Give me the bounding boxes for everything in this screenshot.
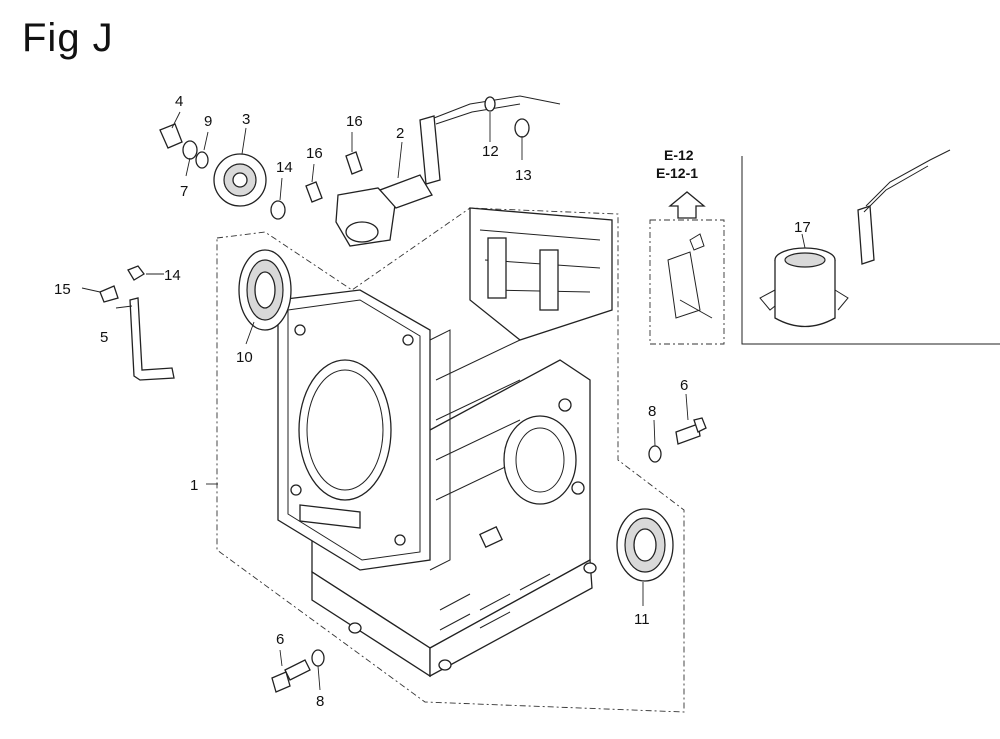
inset-frame (741, 156, 1000, 345)
callout-17: 17 (794, 219, 811, 236)
clip-part-15 (99, 285, 119, 303)
callout-4: 4 (175, 93, 183, 110)
callout-7: 7 (180, 183, 188, 200)
oil-level-switch (759, 149, 951, 328)
oil-alert-switch (305, 95, 561, 247)
callout-8-bottom: 8 (316, 693, 324, 710)
washer-bottom (311, 649, 325, 667)
callout-6-bottom: 6 (276, 631, 284, 648)
callout-3: 3 (242, 111, 250, 128)
screw-part-16b (305, 181, 323, 203)
oil-seal-right (616, 508, 674, 582)
callout-8-right: 8 (648, 403, 656, 420)
crankcase-boss (479, 398, 585, 549)
oil-seal-left (238, 249, 292, 331)
screw-part-16a (345, 151, 363, 175)
callout-12: 12 (482, 143, 499, 160)
callout-9: 9 (204, 113, 212, 130)
callout-14-mid: 14 (164, 267, 181, 284)
leader-lines (81, 111, 806, 691)
governor-arm (99, 265, 175, 381)
clip-part-14 (270, 200, 286, 220)
governor-cluster (159, 123, 286, 220)
washer-part-7 (182, 140, 198, 160)
reference-label-e12-1: E-12-1 (656, 165, 698, 181)
callout-6-right: 6 (680, 377, 688, 394)
callout-14-top: 14 (276, 159, 293, 176)
callout-15: 15 (54, 281, 71, 298)
callout-16-left: 16 (306, 145, 323, 162)
grommet-part-12 (484, 96, 496, 112)
terminal-part-13 (514, 118, 530, 138)
bolt-right (675, 417, 707, 445)
washer-right (648, 445, 662, 463)
figure-title: Fig J (22, 16, 114, 60)
callout-11: 11 (634, 611, 650, 628)
assembly-boundary (216, 207, 685, 713)
callout-13: 13 (515, 167, 532, 184)
reference-box (649, 191, 725, 345)
cylinder-flange (277, 289, 521, 571)
washer-part-9 (195, 151, 209, 169)
bolt-bottom (271, 659, 311, 693)
callout-10: 10 (236, 349, 253, 366)
callout-5: 5 (100, 329, 108, 346)
callout-1: 1 (190, 477, 198, 494)
reference-label-e12: E-12 (664, 147, 694, 163)
nut-part-14 (127, 265, 145, 281)
up-arrow-icon (668, 191, 706, 219)
callout-16-top: 16 (346, 113, 363, 130)
callout-2: 2 (396, 125, 404, 142)
pin-part-4 (159, 123, 183, 149)
